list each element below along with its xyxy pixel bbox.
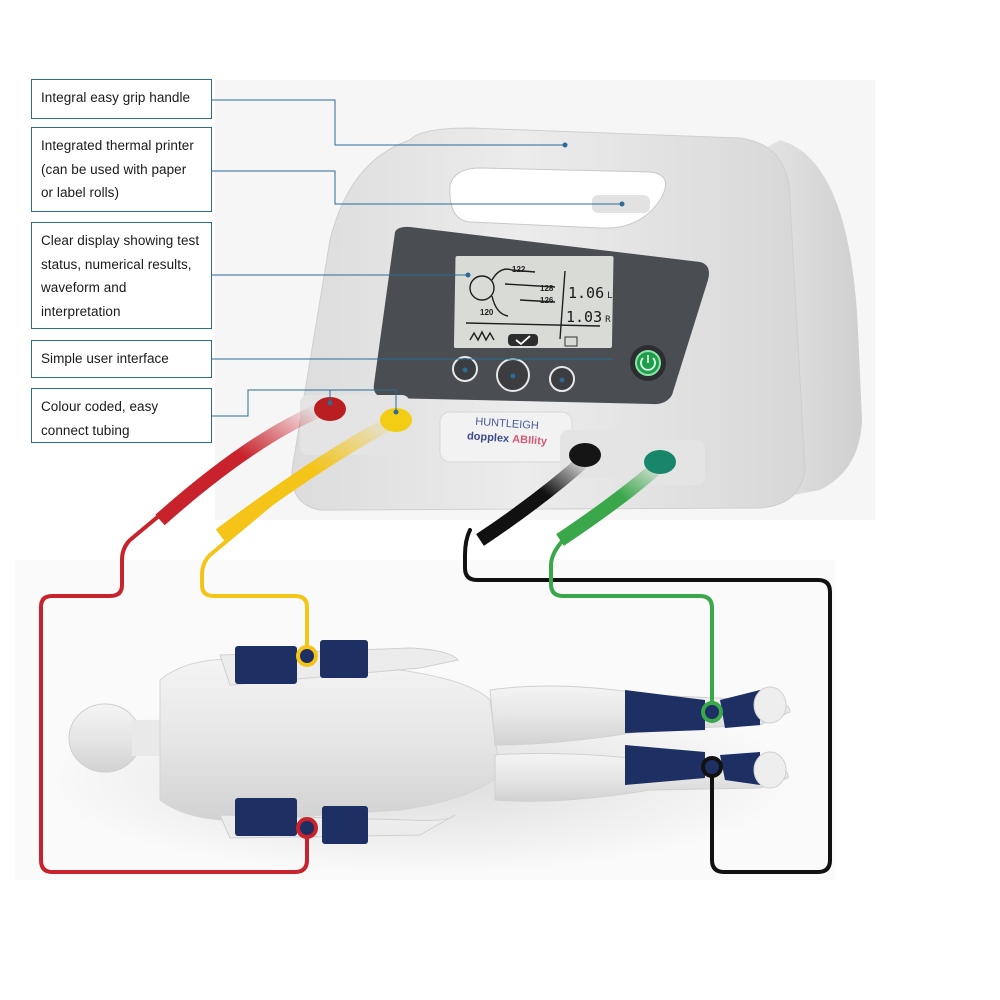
- green-cuff-ring: [701, 701, 723, 723]
- red-tubing-route: [39, 488, 309, 874]
- torso: [159, 658, 501, 821]
- left-ankle-cuff: [625, 690, 705, 733]
- left-forearm-cuff: [320, 640, 368, 678]
- right-foot: [753, 751, 787, 789]
- callout-anchor-dots: [327, 142, 625, 415]
- right-ankle-cuff: [625, 745, 705, 785]
- callout-user-interface: Simple user interface: [31, 340, 212, 378]
- green-tube: [556, 459, 665, 546]
- check-icon: [515, 335, 531, 346]
- black-tube: [476, 454, 590, 546]
- lcd-pressure-4: 120: [480, 308, 494, 317]
- printer-icon: [564, 336, 578, 347]
- callout-tubing: Colour coded, easy connect tubing: [31, 388, 212, 443]
- lcd-pressure-2: 128: [540, 284, 554, 293]
- left-foot: [753, 686, 787, 724]
- tubing-routes: [39, 488, 832, 874]
- lcd-content: [465, 268, 601, 342]
- lcd-pressure-3: 126: [540, 296, 554, 305]
- right-forearm-cuff: [322, 806, 368, 844]
- left-foot-cuff: [720, 690, 760, 728]
- callout-printer: Integrated thermal printer (can be used …: [31, 127, 212, 212]
- head: [68, 703, 142, 773]
- power-icon: [640, 357, 656, 371]
- red-cuff-ring: [296, 817, 318, 839]
- right-upper-arm-cuff: [235, 798, 297, 836]
- check-softkey-indicator: [508, 334, 538, 346]
- callout-leader-lines: [212, 99, 622, 417]
- red-tube: [155, 403, 323, 526]
- lcd-pressure-1: 122: [512, 265, 526, 274]
- dopplex-ability-device: [291, 127, 862, 511]
- yellow-connector: [380, 408, 412, 432]
- patient-figure: [40, 640, 800, 875]
- yellow-tube: [215, 413, 399, 541]
- yellow-tubing-route: [200, 503, 309, 657]
- black-tubing-route: [463, 528, 832, 874]
- cuff-connection-rings: [296, 645, 723, 839]
- yellow-cuff-ring: [296, 645, 318, 667]
- tubing-connectors: [155, 397, 676, 546]
- red-connector: [314, 397, 346, 421]
- black-cuff-ring: [701, 756, 723, 778]
- green-tubing-route: [549, 536, 714, 714]
- callout-display: Clear display showing test status, numer…: [31, 222, 212, 329]
- right-foot-cuff: [720, 752, 760, 785]
- black-connector: [569, 443, 601, 467]
- green-connector: [644, 450, 676, 474]
- left-upper-arm-cuff: [235, 646, 297, 684]
- callout-handle: Integral easy grip handle: [31, 79, 212, 119]
